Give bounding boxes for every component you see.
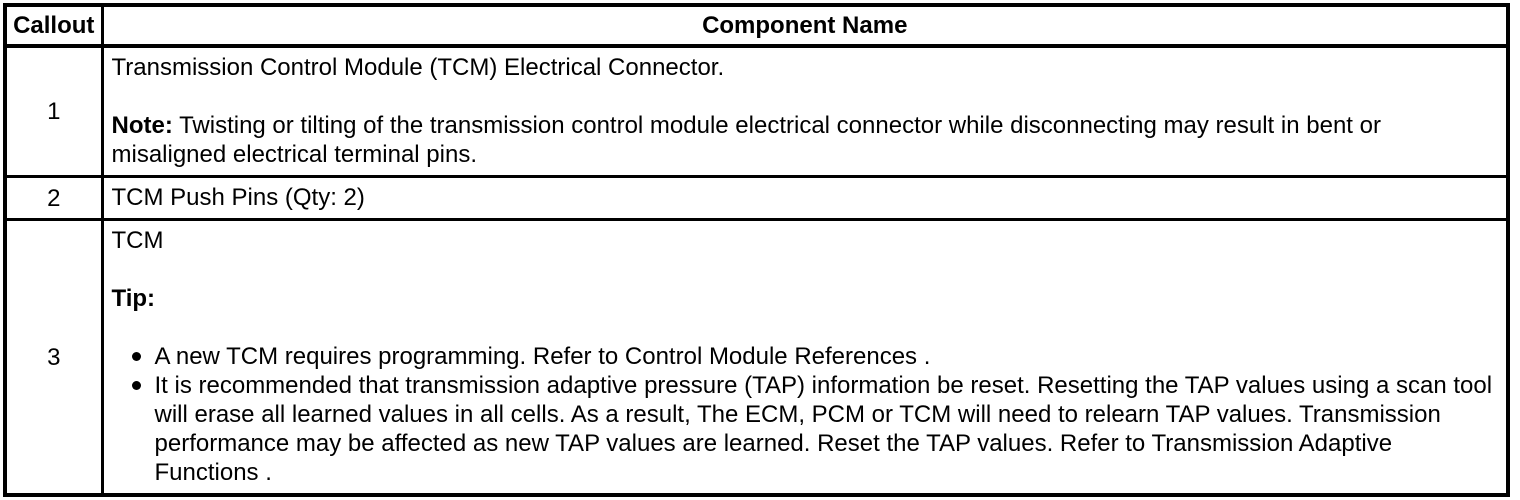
callout-number-2: 2 xyxy=(3,175,104,221)
component-description: TCM Push Pins (Qty: 2) xyxy=(111,184,365,211)
tip-bullet-text: A new TCM requires programming. Refer to… xyxy=(154,343,931,370)
table-row: 3 TCM Tip: A new TCM requires programmin… xyxy=(3,218,1510,497)
bullet-icon xyxy=(131,381,141,390)
component-name-column-header: Component Name xyxy=(100,3,1510,48)
component-description: Transmission Control Module (TCM) Electr… xyxy=(111,54,725,81)
note-paragraph: Note: Twisting or tilting of the transmi… xyxy=(112,111,1499,169)
component-cell-3: TCM Tip: A new TCM requires programming.… xyxy=(100,218,1510,497)
note-text: Twisting or tilting of the transmission … xyxy=(111,112,1381,168)
component-cell-2: TCM Push Pins (Qty: 2) xyxy=(100,175,1510,221)
list-item: A new TCM requires programming. Refer to… xyxy=(131,342,1499,371)
callout-column-header: Callout xyxy=(3,3,104,48)
callout-number-3: 3 xyxy=(3,218,104,497)
tip-bullet-text: It is recommended that transmission adap… xyxy=(154,372,1493,486)
bullet-icon xyxy=(131,352,141,361)
component-callout-table: Callout Component Name 1 Transmission Co… xyxy=(3,3,1510,497)
table-row: 1 Transmission Control Module (TCM) Elec… xyxy=(3,44,1510,178)
tip-label: Tip: xyxy=(111,285,156,312)
header-row: Callout Component Name xyxy=(3,3,1510,48)
component-cell-1: Transmission Control Module (TCM) Electr… xyxy=(100,44,1510,178)
tip-bullet-list: A new TCM requires programming. Refer to… xyxy=(131,342,1499,487)
table-row: 2 TCM Push Pins (Qty: 2) xyxy=(3,175,1510,221)
callout-number-1: 1 xyxy=(3,44,104,178)
note-label: Note: xyxy=(111,112,173,139)
list-item: It is recommended that transmission adap… xyxy=(131,371,1499,487)
component-description: TCM xyxy=(111,227,164,254)
